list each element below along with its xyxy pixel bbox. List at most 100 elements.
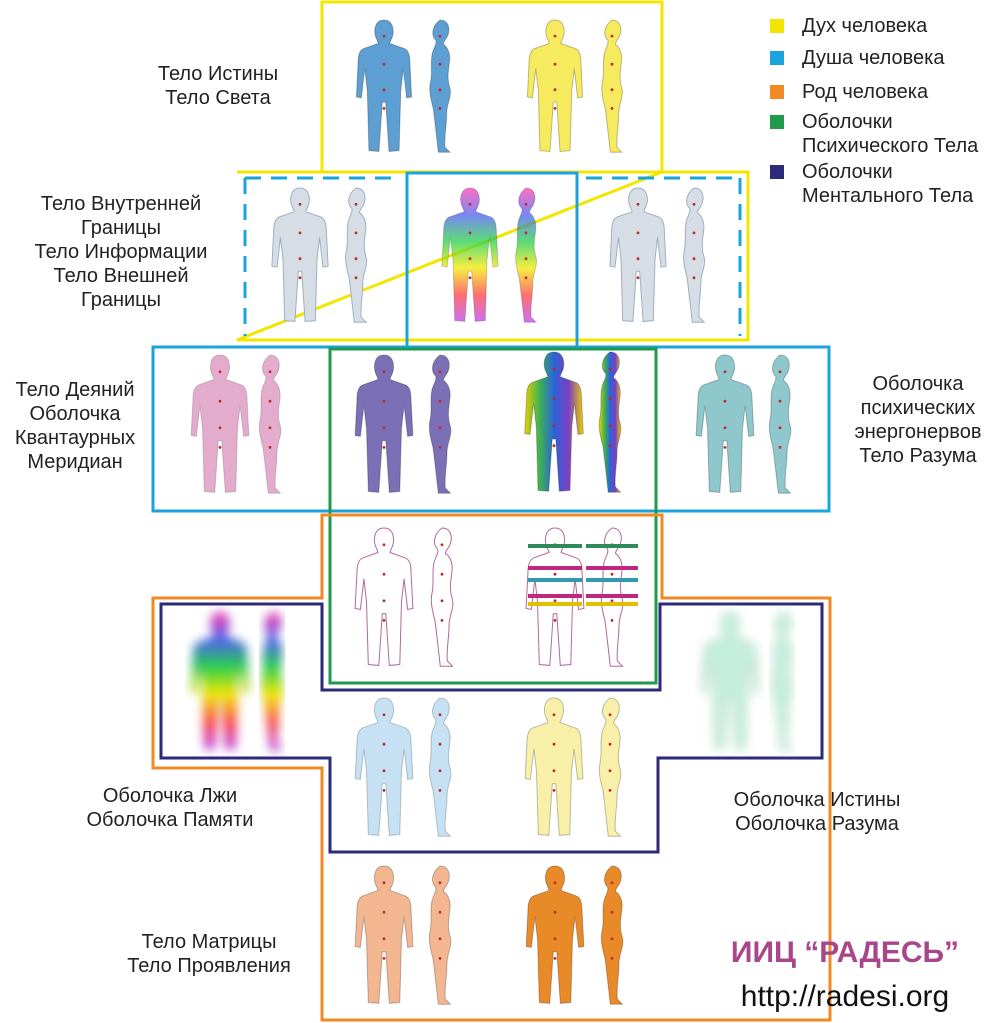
energy-point — [553, 957, 557, 960]
energy-point — [552, 789, 556, 792]
energy-band — [586, 578, 638, 582]
memory-shell-figure — [354, 697, 414, 836]
energy-point — [610, 34, 614, 38]
energy-point — [354, 276, 358, 280]
energy-point — [268, 370, 272, 374]
light-body-figure — [526, 19, 584, 153]
mind-shell-figure — [700, 611, 760, 750]
energy-point — [610, 619, 614, 622]
label-line: Границы — [81, 289, 161, 311]
legend-label-line: Дух человека — [802, 15, 928, 37]
energy-point — [298, 276, 302, 280]
energy-point — [382, 370, 386, 374]
energy-point — [552, 367, 556, 371]
label-line: Оболочка Истины — [733, 789, 901, 811]
energy-point — [468, 276, 472, 280]
energy-point — [354, 202, 358, 206]
energy-point — [382, 88, 386, 92]
legend-label-line: Психического Тела — [802, 135, 979, 157]
energy-point — [382, 34, 386, 38]
legend-swatch — [770, 51, 784, 65]
energy-point — [610, 910, 614, 914]
energy-point — [438, 789, 442, 792]
lie-shell-figure — [260, 611, 284, 751]
energy-point — [552, 424, 556, 428]
mind-shell-figure — [770, 611, 794, 751]
energy-point — [468, 202, 472, 206]
legend-label-line: Душа человека — [802, 47, 945, 69]
energy-point — [468, 231, 472, 235]
energy-point — [298, 231, 302, 235]
deeds-body-figure — [190, 354, 250, 493]
energy-point — [438, 881, 442, 885]
energy-point — [608, 367, 612, 371]
figures — [190, 19, 794, 1005]
energy-point — [553, 619, 557, 622]
label-line: Тело Информации — [34, 241, 208, 263]
quantum-meridian-figure — [354, 354, 414, 493]
energy-point — [552, 397, 556, 401]
energy-point — [354, 231, 358, 235]
energy-point — [636, 231, 640, 235]
inner-boundary-figure — [271, 187, 329, 322]
energy-point — [723, 426, 727, 430]
energy-point — [438, 107, 442, 110]
energy-point — [382, 957, 386, 960]
energy-point — [382, 399, 386, 403]
energy-point — [524, 231, 528, 235]
energy-point — [218, 426, 222, 430]
label-line: Оболочка — [29, 403, 121, 425]
legend-swatch — [770, 165, 784, 179]
energy-point — [468, 257, 472, 261]
legend-item: Душа человека — [770, 46, 944, 70]
energy-point — [778, 399, 782, 403]
mind-body-figure — [695, 354, 755, 493]
frame-deeds-row — [151, 345, 831, 513]
energy-point — [610, 572, 614, 576]
energy-point — [438, 426, 442, 430]
legend-label: Душа человека — [802, 46, 944, 70]
energy-point — [354, 257, 358, 261]
energy-point — [438, 88, 442, 92]
energy-point — [610, 88, 614, 92]
energy-point — [382, 62, 386, 66]
energy-point — [382, 446, 386, 449]
outer-boundary-figure — [609, 187, 667, 322]
label-line: Тело Деяний — [15, 379, 135, 401]
label-line: Тело Света — [165, 87, 271, 109]
energy-point — [692, 276, 696, 280]
energy-point — [608, 769, 612, 773]
site-url[interactable]: http://radesi.org — [740, 980, 950, 1013]
energy-point — [608, 713, 612, 717]
label-line: Тело Разума — [859, 445, 977, 467]
energy-point — [553, 62, 557, 66]
energy-point — [438, 910, 442, 914]
matrix-body-figure — [428, 865, 452, 1005]
energy-point — [440, 619, 444, 622]
energy-point — [438, 34, 442, 38]
energy-point — [382, 937, 386, 941]
energy-point — [298, 202, 302, 206]
energy-point — [610, 62, 614, 66]
energy-point — [438, 399, 442, 403]
energy-point — [438, 769, 442, 773]
energy-point — [636, 276, 640, 280]
energy-band — [586, 594, 638, 598]
energy-point — [382, 789, 386, 792]
label-line: Тело Внутренней — [40, 193, 202, 215]
energy-point — [440, 599, 444, 603]
energy-band — [528, 578, 582, 582]
energy-point — [553, 572, 557, 576]
energy-point — [553, 910, 557, 914]
energy-point — [553, 107, 557, 110]
energy-point — [608, 444, 612, 448]
energy-point — [778, 426, 782, 430]
frame-boundary-dashed-sides — [243, 178, 742, 336]
energy-point — [692, 231, 696, 235]
label-line: Тело Внешней — [53, 265, 189, 287]
